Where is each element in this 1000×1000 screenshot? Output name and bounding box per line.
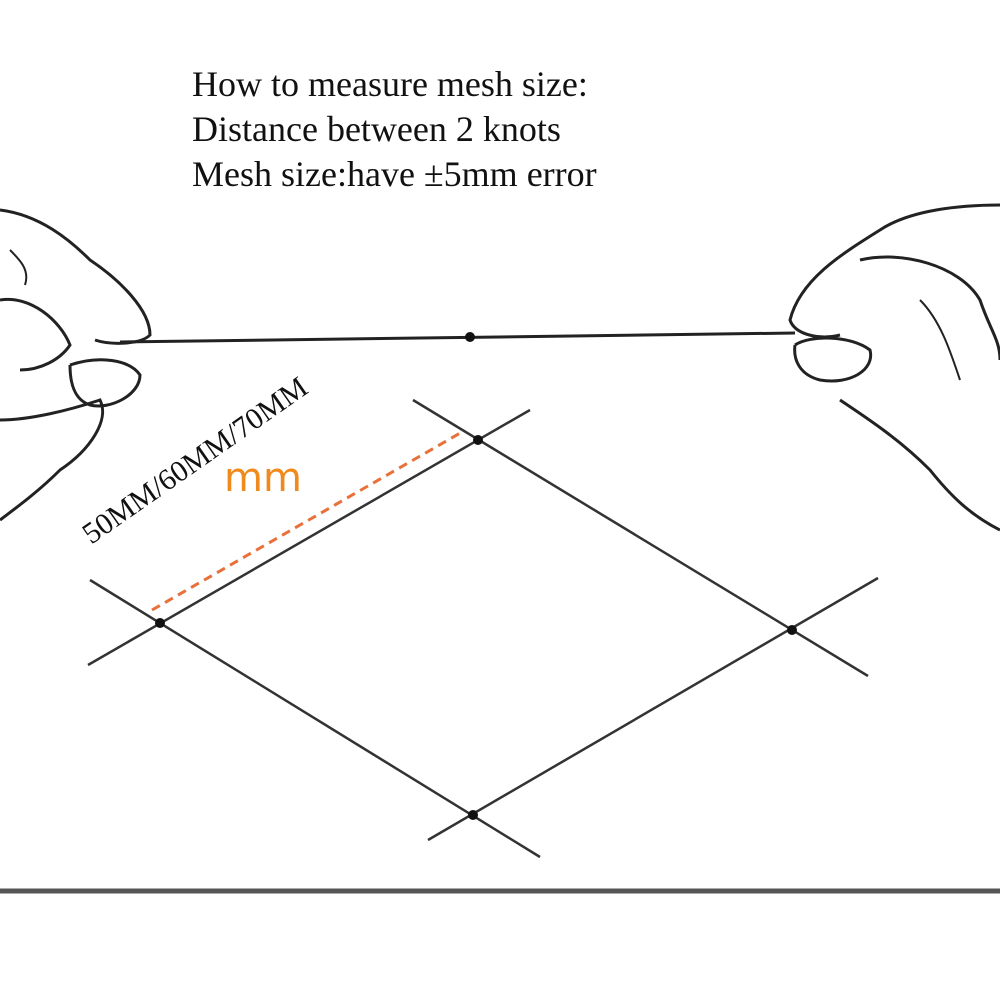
knot-left	[155, 618, 165, 628]
mesh-line-top-left	[87, 408, 531, 667]
instruction-line-2: Distance between 2 knots	[192, 109, 561, 149]
instruction-text: How to measure mesh size: Distance betwe…	[192, 62, 597, 197]
knot-right	[787, 625, 797, 635]
unit-label: mm	[224, 455, 302, 501]
measuring-string	[119, 331, 796, 344]
mesh-line-bottom-right	[427, 576, 879, 842]
string-knot	[465, 332, 475, 342]
mesh-line-bottom-left	[89, 578, 541, 859]
left-hand-illustration	[0, 208, 152, 522]
knot-top	[473, 435, 483, 445]
mesh-knots	[155, 435, 797, 820]
knot-bottom	[468, 810, 478, 820]
instruction-line-1: How to measure mesh size:	[192, 64, 588, 104]
right-hand-illustration	[788, 203, 1000, 532]
instruction-line-3: Mesh size:have ±5mm error	[192, 154, 597, 194]
